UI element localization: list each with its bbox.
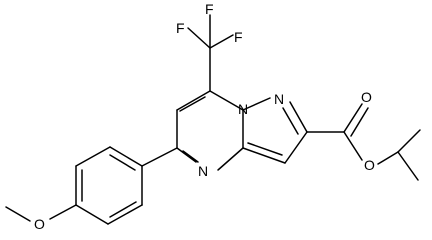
atom-f-top: F xyxy=(205,1,214,17)
atom-f-left: F xyxy=(176,20,185,36)
atom-o-methoxy: O xyxy=(34,216,45,232)
atom-n-pyrazole: N xyxy=(274,91,284,107)
pyrimidine-ring xyxy=(176,90,244,171)
atom-n-pyrimidine: N xyxy=(198,163,208,179)
atom-o-carbonyl: O xyxy=(361,89,372,105)
atom-labels: F F F N N N O O O xyxy=(34,1,375,232)
atom-o-ester: O xyxy=(364,157,375,173)
atom-f-right: F xyxy=(234,29,243,45)
isopropyl-ester xyxy=(306,103,421,181)
cf3-group xyxy=(187,14,234,92)
atom-n-bridge: N xyxy=(238,101,248,117)
pyrazole-ring xyxy=(242,97,308,164)
methoxyphenyl-group xyxy=(5,146,178,225)
